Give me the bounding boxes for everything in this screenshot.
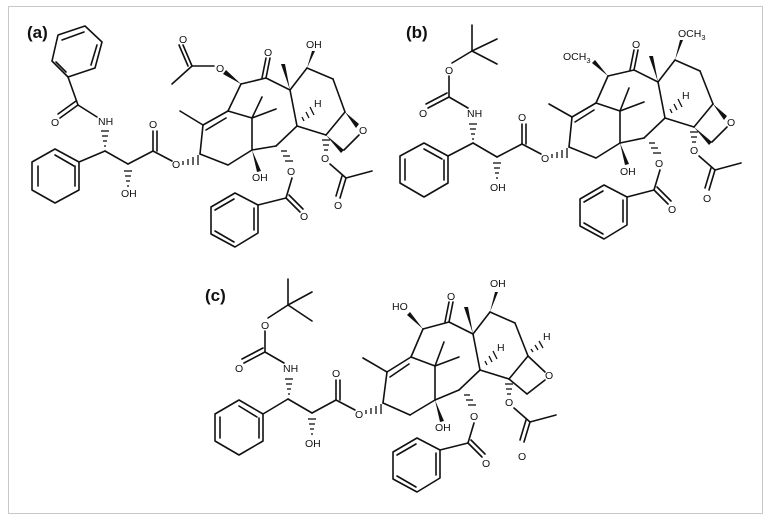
panel-label-a: (a) (27, 23, 48, 42)
atom-o-acetyl-c4-carbonyl: O (703, 193, 711, 205)
atom-o-ketone: O (264, 47, 272, 59)
atom-o-ester-carbonyl: O (149, 119, 157, 131)
structure-panel-b: (b) O O NH OH O O (399, 23, 742, 240)
atom-oh-c7: OH (306, 39, 322, 51)
atom-o-acetyl-c4: O (690, 145, 698, 157)
atom-nh: NH (283, 363, 298, 375)
atom-o-ester: O (355, 409, 363, 421)
atom-oh-side: OH (305, 438, 321, 450)
atom-o-boc-carbonyl: O (235, 363, 243, 375)
atom-o-oxetane: O (727, 117, 735, 129)
atom-och3-c10: OCH3 (563, 51, 591, 65)
atom-o-ester: O (172, 159, 180, 171)
benzamide-phenyl-ring (51, 25, 103, 78)
atom-h-c3: H (497, 342, 505, 354)
atom-och3-c7: OCH3 (678, 28, 706, 42)
structure-panel-a: (a) O NH OH O O (27, 23, 373, 248)
atom-oh-side: OH (121, 188, 137, 200)
atom-o-ester-carbonyl: O (518, 112, 526, 124)
figure-frame (8, 6, 763, 514)
atom-h-c3: H (682, 90, 690, 102)
atom-o-ketone: O (447, 291, 455, 303)
benzoate-phenyl-ring (579, 184, 628, 240)
atom-oh-c7: OH (490, 278, 506, 290)
atom-nh: NH (467, 108, 482, 120)
atom-o-boc: O (261, 320, 269, 332)
atom-h-c3: H (314, 98, 322, 110)
atom-o-acetyl-c10-carbonyl: O (179, 34, 187, 46)
benzoate-phenyl-ring (210, 192, 259, 248)
atom-o-acetyl-c4: O (321, 153, 329, 165)
atom-oh-c1: OH (252, 172, 268, 184)
atom-o-ester-carbonyl: O (332, 368, 340, 380)
atom-o-oxetane: O (545, 370, 553, 382)
side-chain-phenyl-ring (399, 142, 449, 198)
atom-nh: NH (98, 116, 113, 128)
panel-label-b: (b) (406, 23, 428, 42)
atom-o-benzoate: O (287, 166, 295, 178)
atom-oh-side: OH (490, 182, 506, 194)
atom-o-acetyl-c10: O (216, 63, 224, 75)
atom-o-benzoate-carbonyl: O (668, 204, 676, 216)
panel-label-c: (c) (205, 286, 226, 305)
atom-oh-c1: OH (620, 166, 636, 178)
atom-o-benzamide: O (51, 117, 59, 129)
side-chain-phenyl-ring (31, 148, 80, 204)
atom-oh-c1: OH (435, 422, 451, 434)
atom-o-oxetane: O (359, 125, 367, 137)
side-chain-phenyl-ring (214, 399, 264, 456)
atom-h-c5: H (543, 331, 551, 343)
atom-o-boc: O (445, 65, 453, 77)
atom-o-benzoate-carbonyl: O (300, 211, 308, 223)
atom-o-ester: O (541, 153, 549, 165)
atom-o-ketone: O (632, 39, 640, 51)
atom-o-acetyl-c4-carbonyl: O (334, 200, 342, 212)
atom-o-benzoate: O (655, 158, 663, 170)
atom-o-benzoate: O (470, 411, 478, 423)
atom-o-benzoate-carbonyl: O (482, 458, 490, 470)
structure-panel-c: (c) O O NH OH O O (205, 278, 557, 493)
benzoate-phenyl-ring (392, 437, 441, 493)
atom-o-acetyl-c4: O (505, 397, 513, 409)
atom-o-boc-carbonyl: O (419, 108, 427, 120)
atom-o-acetyl-c4-carbonyl: O (518, 451, 526, 463)
atom-ho-c10: HO (392, 301, 408, 313)
